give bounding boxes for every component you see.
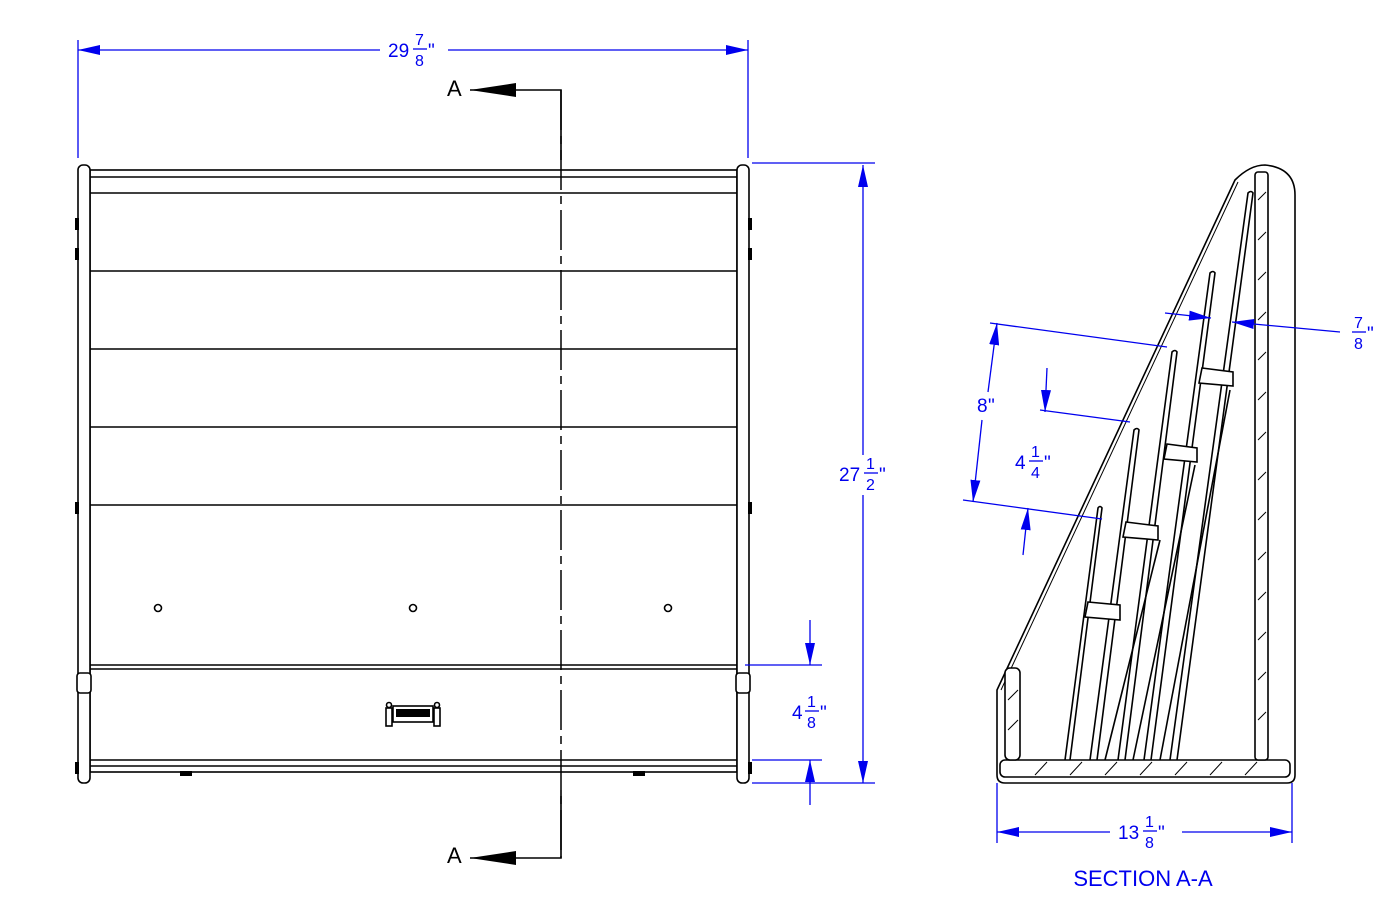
spacing-dimension: 8 " — [962, 322, 1168, 520]
svg-text:": " — [1158, 823, 1165, 844]
right-post — [736, 164, 750, 784]
front-lip — [1004, 667, 1021, 761]
left-post — [77, 164, 91, 784]
height-dimension: 27 1 2 " — [752, 162, 886, 784]
foot — [180, 771, 192, 776]
bottom-rail-dimension: 4 1 8 " — [745, 620, 827, 805]
shelf-dividers — [1064, 190, 1254, 761]
depth-dimension: 13 1 8 " — [996, 783, 1293, 852]
svg-text:1: 1 — [1031, 444, 1040, 461]
base-board — [999, 759, 1291, 778]
svg-text:": " — [428, 41, 435, 62]
section-label-top: A — [447, 76, 462, 101]
svg-text:27: 27 — [839, 465, 860, 486]
svg-text:7: 7 — [1354, 315, 1363, 332]
svg-text:": " — [1044, 453, 1051, 474]
svg-text:4: 4 — [1031, 465, 1040, 482]
screw-icons — [153, 603, 673, 613]
svg-text:": " — [879, 465, 886, 486]
svg-text:": " — [1367, 324, 1374, 345]
svg-text:8: 8 — [415, 53, 424, 70]
section-view — [996, 164, 1296, 784]
svg-text:8: 8 — [807, 715, 816, 732]
svg-text:8: 8 — [1354, 336, 1363, 353]
svg-text:4: 4 — [1015, 453, 1026, 474]
svg-text:7: 7 — [415, 32, 424, 49]
back-panel — [1254, 171, 1269, 761]
section-arrow-top — [470, 83, 562, 160]
svg-text:8: 8 — [977, 396, 988, 417]
side-panel-outline — [996, 164, 1296, 784]
front-view: A A — [75, 76, 752, 868]
svg-text:4: 4 — [792, 703, 803, 724]
thickness-dimension: 7 8 " — [1164, 310, 1374, 353]
svg-text:": " — [988, 396, 995, 417]
foot — [633, 771, 645, 776]
logo-icon — [385, 701, 441, 727]
svg-text:13: 13 — [1118, 823, 1139, 844]
shelf-brackets — [1084, 367, 1234, 621]
svg-text:1: 1 — [807, 694, 816, 711]
rack-body — [89, 169, 738, 773]
svg-text:29: 29 — [388, 41, 409, 62]
section-title: SECTION A-A — [1073, 866, 1213, 891]
section-label-bottom: A — [447, 843, 462, 868]
svg-text:2: 2 — [866, 477, 875, 494]
width-dimension: 29 7 8 " — [77, 32, 749, 158]
svg-text:8: 8 — [1145, 835, 1154, 852]
shelf-height-dimension: 4 1 4 " — [1015, 367, 1131, 556]
section-arrow-bottom — [470, 790, 562, 865]
svg-text:1: 1 — [1145, 814, 1154, 831]
svg-text:": " — [820, 703, 827, 724]
shelf-lines — [90, 270, 737, 506]
svg-text:1: 1 — [866, 456, 875, 473]
